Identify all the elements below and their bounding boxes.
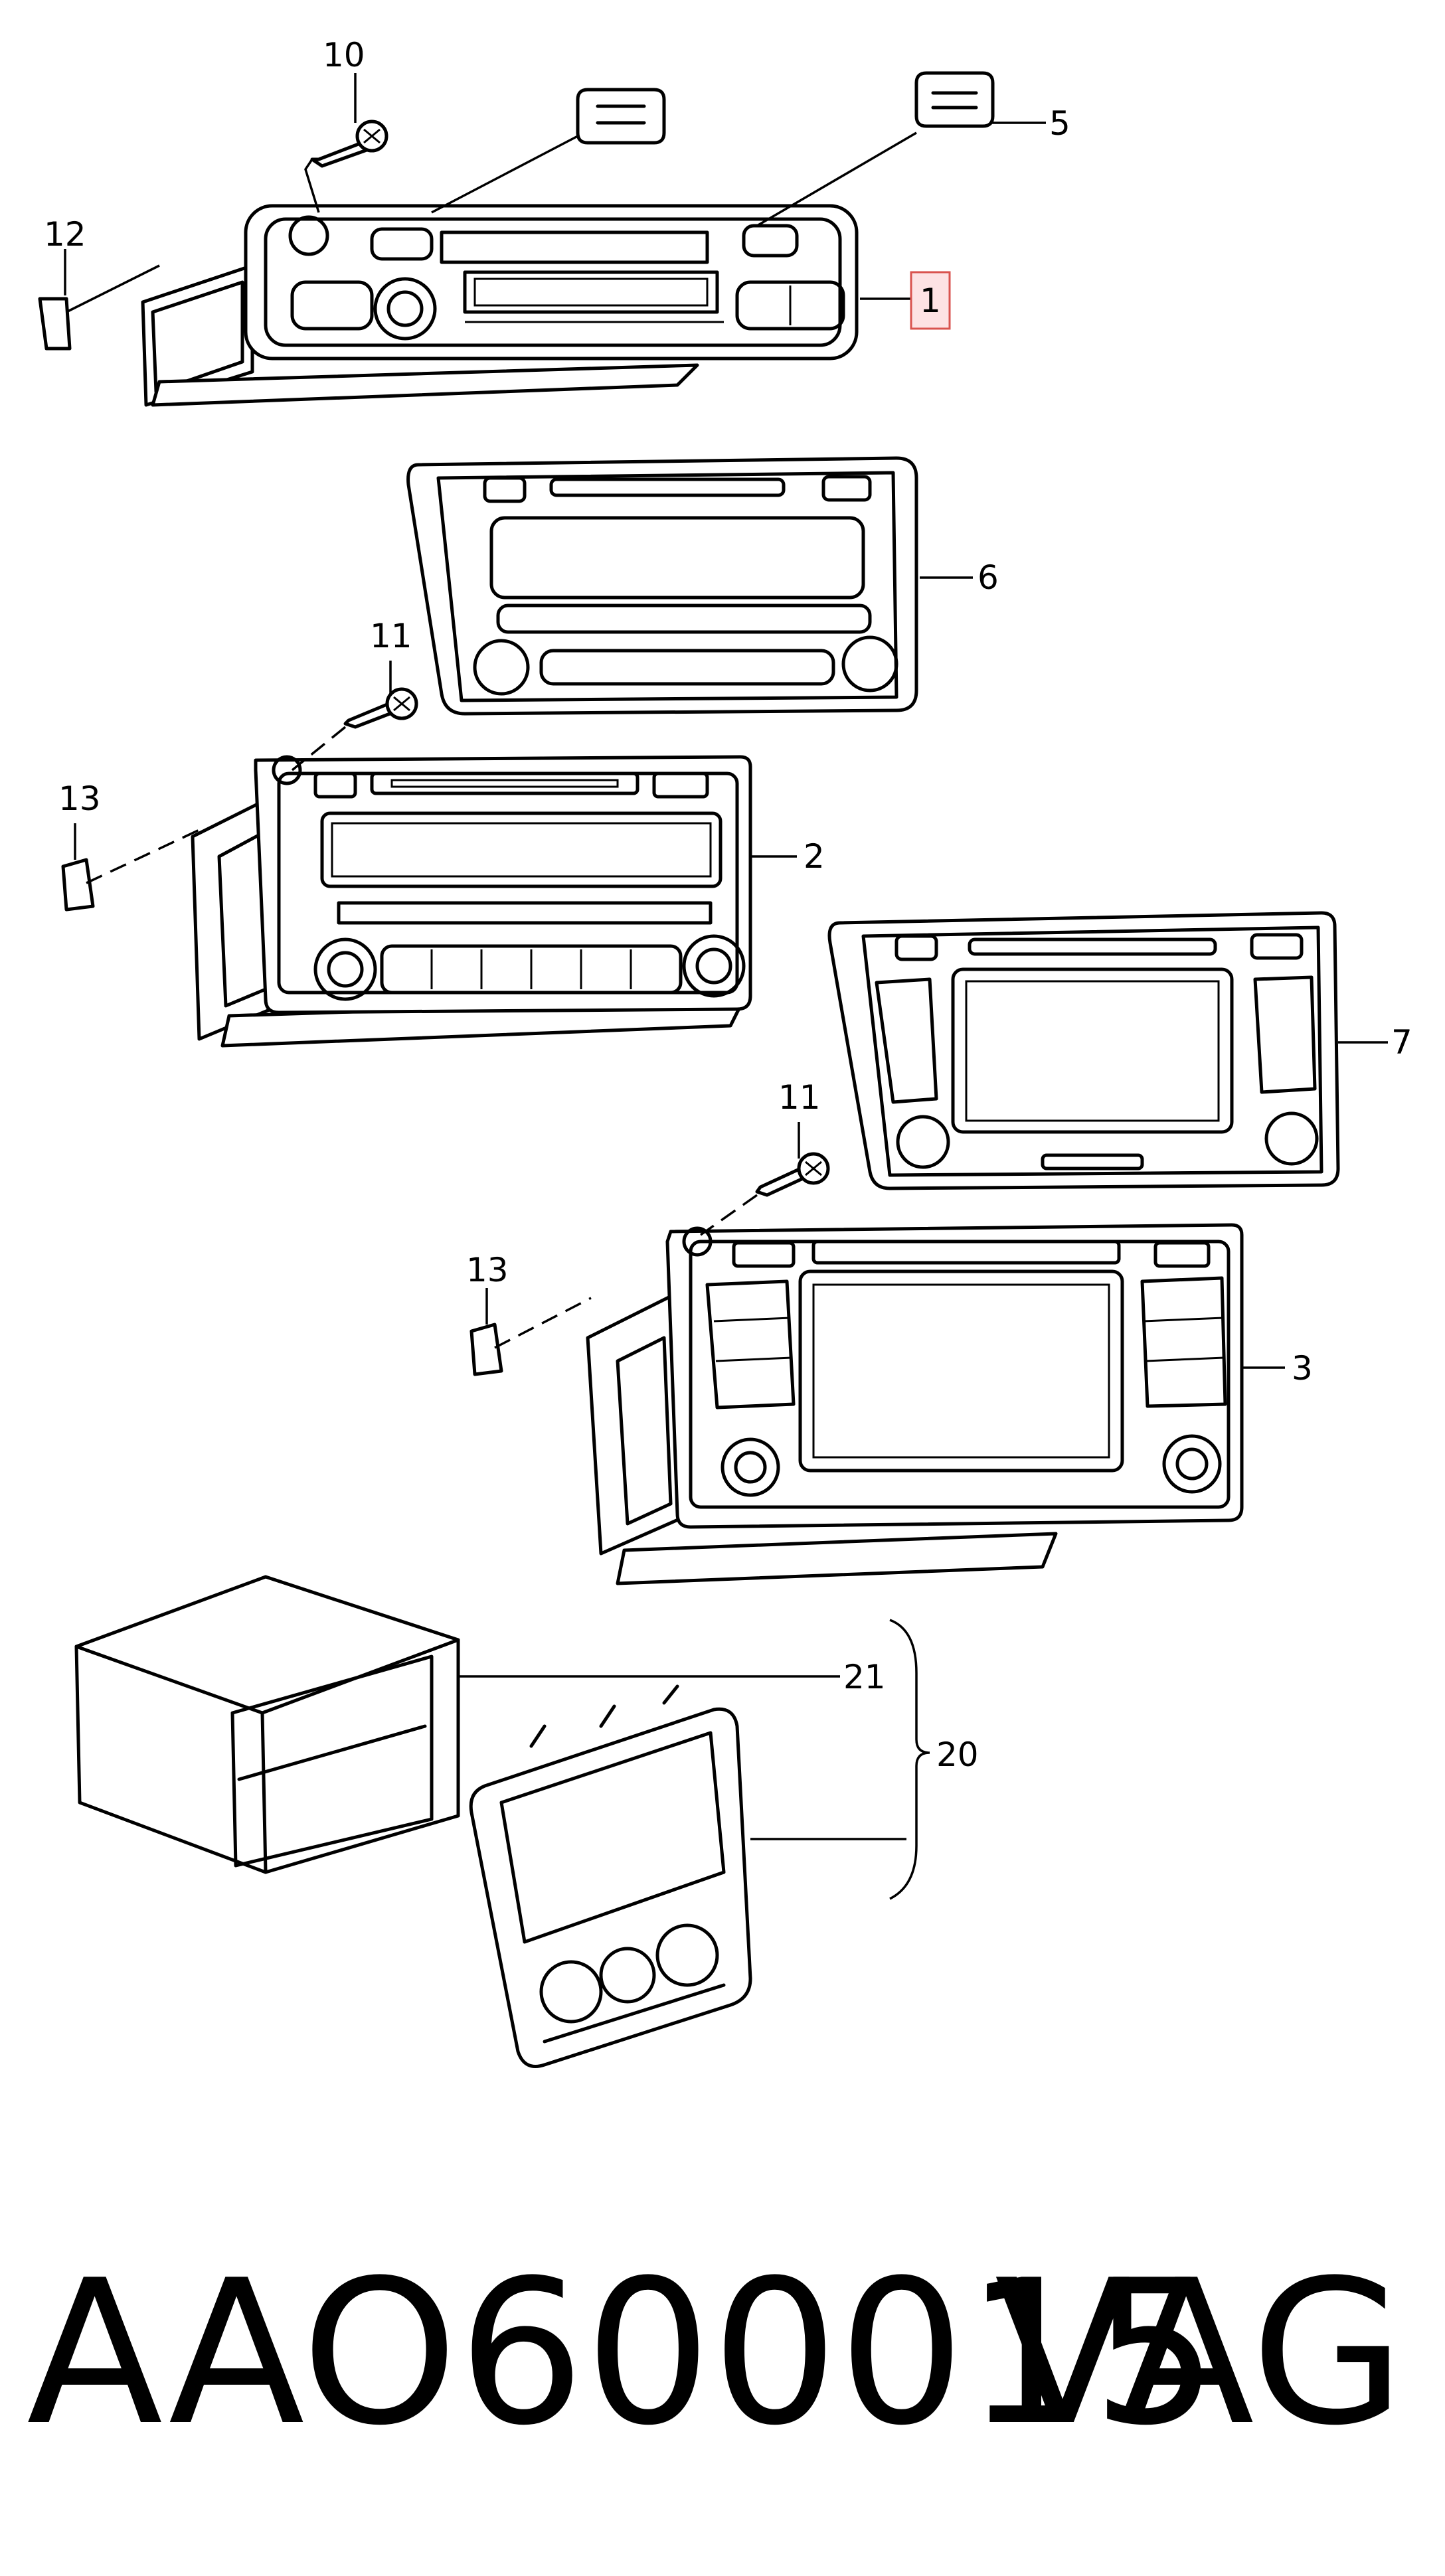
callout-2[interactable]: 2: [804, 837, 825, 876]
callout-5[interactable]: 5: [1049, 104, 1070, 143]
screw-part-10: [310, 120, 388, 168]
callout-1[interactable]: 1: [920, 282, 941, 320]
radio-unit-part-1: [141, 204, 859, 407]
callout-7[interactable]: 7: [1391, 1023, 1412, 1062]
callout-3[interactable]: 3: [1292, 1349, 1313, 1388]
clip-part-12: [38, 297, 72, 351]
callout-6[interactable]: 6: [978, 558, 999, 597]
callout-11-lower[interactable]: 11: [778, 1078, 821, 1117]
faceplate-part-6: [406, 456, 918, 716]
callout-10[interactable]: 10: [323, 36, 365, 74]
screw-part-11-lower: [755, 1152, 830, 1197]
clip-part-5-left: [576, 88, 666, 145]
faceplate-part-7: [827, 911, 1340, 1190]
clip-part-13-lower: [469, 1323, 503, 1376]
clip-part-13-upper: [61, 858, 95, 912]
callout-13-lower[interactable]: 13: [466, 1251, 509, 1289]
highlighted-callout-box: [910, 271, 951, 330]
callout-20[interactable]: 20: [936, 1735, 979, 1774]
callout-13-upper[interactable]: 13: [58, 779, 101, 818]
brand-name: VAG: [994, 2237, 1405, 2469]
callout-12[interactable]: 12: [44, 215, 86, 254]
storage-box-part-21: [74, 1575, 460, 1874]
part-number: AAO600015: [27, 2237, 1219, 2469]
screw-part-11-upper: [343, 687, 418, 729]
nav-unit-part-3: [586, 1223, 1244, 1585]
radio-unit-part-2: [191, 755, 752, 1048]
bezel-part-20: [469, 1684, 752, 2068]
clip-part-5-right: [914, 71, 995, 128]
callout-11-upper[interactable]: 11: [370, 617, 412, 655]
callout-21[interactable]: 21: [843, 1658, 886, 1696]
exploded-parts-diagram: 1 2 3 5 6 7 10 11 11 12 13 13 20 21: [38, 36, 1412, 2068]
